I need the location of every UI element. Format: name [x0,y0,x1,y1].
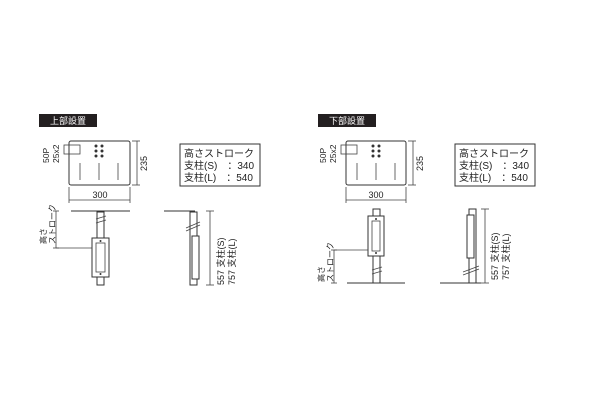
plate-slots [79,163,119,180]
bracket-outline [63,144,81,155]
spec-title: 高さストローク [459,147,529,160]
spec-title: 高さストローク [184,147,254,160]
dim-height: 235 [415,156,425,171]
stroke-label-2: ストローク [48,204,57,244]
panel-side [191,235,200,280]
section-title-badge [318,114,376,127]
section-bottom-install: 下部設置 50P 25x2 235 300 高さストローク 支柱(S) ：340 [316,114,536,284]
bracket-outline [340,144,358,155]
spec-row-l: 支柱(L) ：540 [459,171,528,184]
dim-width: 300 [92,190,107,200]
slider-front [91,237,110,278]
hole-label-2: 25x2 [328,144,338,163]
pole-s-label: 557 支柱(S) [215,237,226,285]
spec-box [454,143,536,187]
plate-slots [356,163,396,180]
spec-row-s: 支柱(S) ：340 [184,159,254,172]
section-title: 下部設置 [329,115,365,126]
slider-front [367,215,385,257]
mount-plate [68,140,131,186]
hole-label-1: 50P [318,148,328,163]
pole-l-label: 757 支柱(L) [500,233,511,280]
front-view: 高さ ストローク [316,208,405,284]
section-title: 上部設置 [50,115,86,126]
stroke-label-2: ストローク [326,242,335,282]
pole-l-label: 757 支柱(L) [226,238,237,285]
stroke-label-1: 高さ [316,266,326,282]
spec-row-s: 支柱(S) ：340 [459,159,529,172]
hole-label-1: 50P [41,148,51,163]
hole-label-2: 25x2 [51,144,61,163]
section-top-install: 上部設置 50P 25x2 235 300 高さストローク 支柱(S) ：340 [38,114,261,286]
stroke-label-1: 高さ [38,228,48,244]
spec-row-l: 支柱(L) ：540 [184,171,253,184]
dim-width: 300 [368,190,383,200]
mount-plate [345,140,407,186]
mount-holes [94,144,104,158]
side-view: 557 支柱(S) 757 支柱(L) [440,208,511,284]
dim-height: 235 [139,156,149,171]
side-view: 557 支柱(S) 757 支柱(L) [164,210,237,286]
pole-s-label: 557 支柱(S) [489,232,500,280]
panel-side [466,214,475,259]
spec-box [179,143,261,187]
front-view: 高さ ストローク [38,204,130,286]
section-title-badge [39,114,97,127]
mount-holes [371,144,381,158]
